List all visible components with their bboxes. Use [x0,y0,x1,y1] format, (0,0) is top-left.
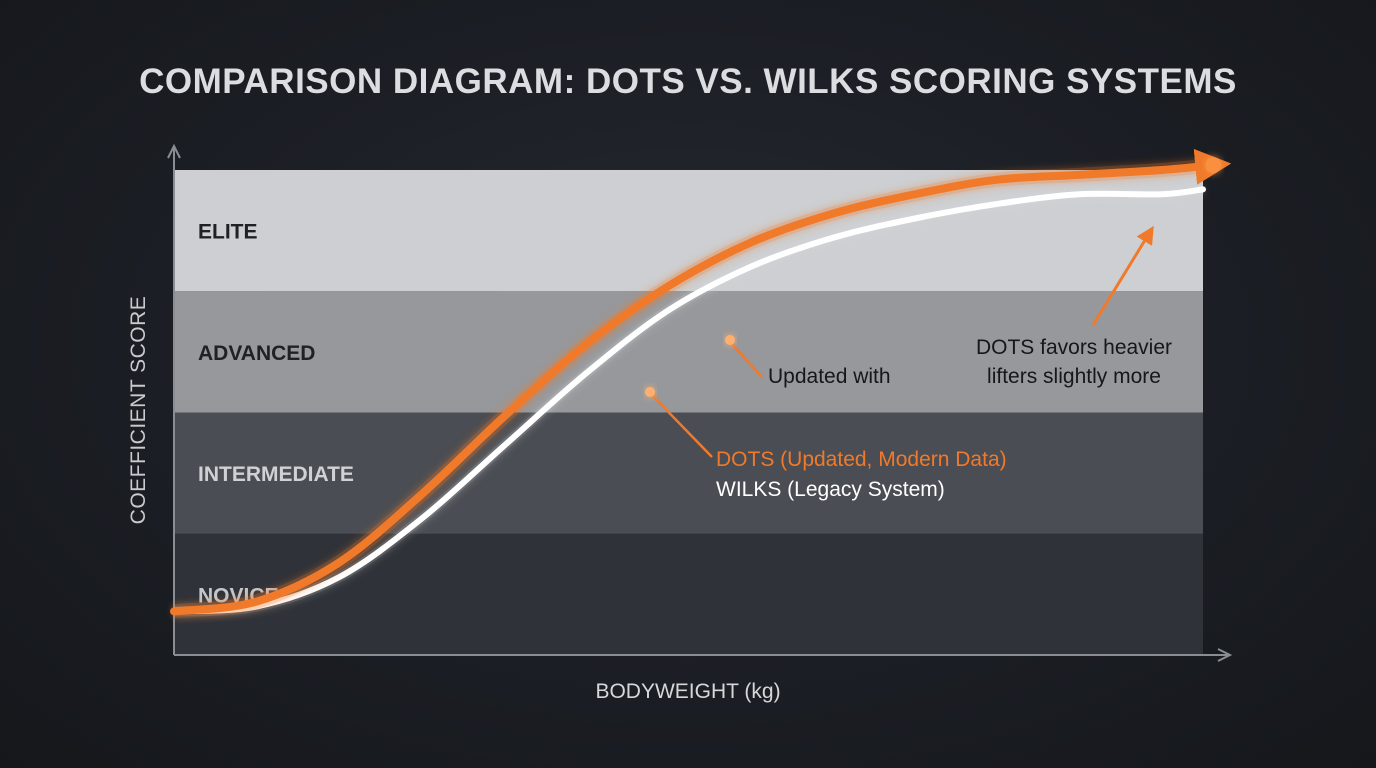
x-axis-label: BODYWEIGHT (kg) [595,680,781,703]
dots-curve [170,148,1232,616]
dots-callout-line [649,392,713,458]
band-label-advanced: ADVANCED [198,342,315,365]
updated-callout-dot [725,335,735,345]
y-axis-arrow [167,143,181,159]
x-axis-arrow [1217,648,1233,662]
annotation-updated-with: Updated with [768,365,891,388]
band-novice [174,533,1203,655]
page-title: COMPARISON DIAGRAM: DOTS VS. WILKS SCORI… [139,62,1237,101]
dots-endpoint-glow [1205,157,1222,174]
band-label-elite: ELITE [198,221,258,244]
legend-dots: DOTS (Updated, Modern Data) [716,448,1007,471]
updated-callout-line [729,341,763,378]
wilks-curve [171,186,1206,615]
band-label-intermediate: INTERMEDIATE [198,463,354,486]
heavier-callout-arrow [1091,225,1154,326]
annotation-heavier-lifters: DOTS favors heavier [976,336,1172,359]
annotation-heavier-lifters: lifters slightly more [987,365,1161,388]
legend-wilks: WILKS (Legacy System) [716,478,945,501]
band-advanced [174,291,1203,413]
dots-callout-dot [645,387,655,397]
